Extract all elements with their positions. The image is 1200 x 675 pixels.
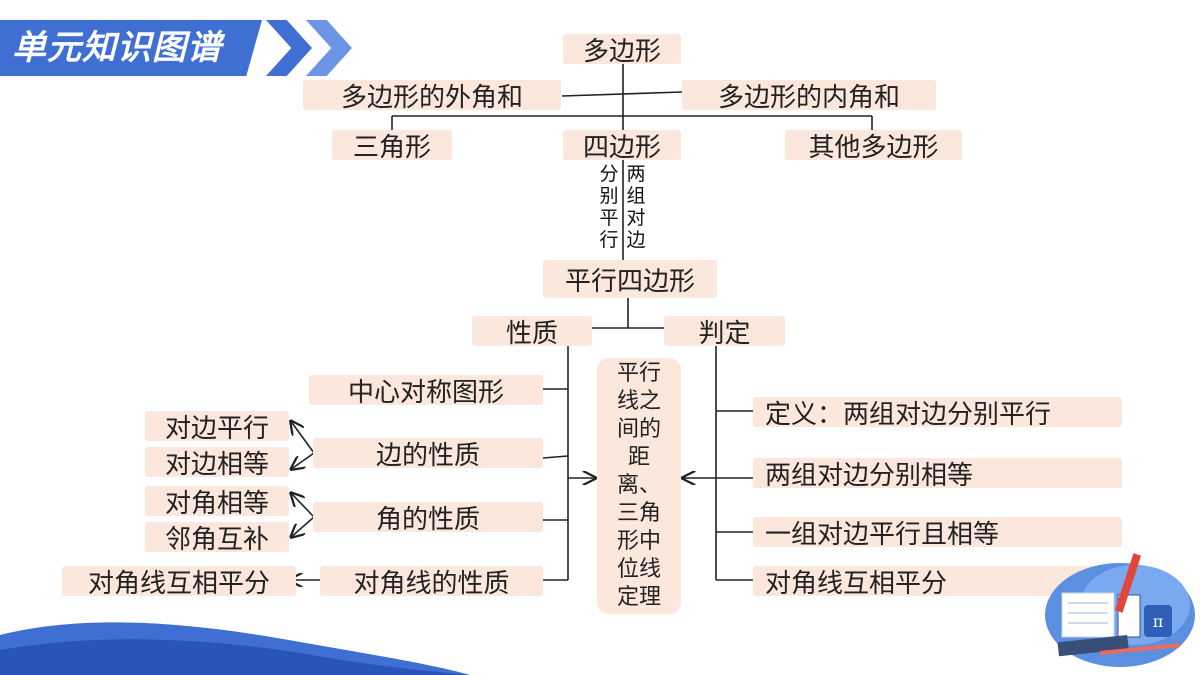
node-side-properties: 边的性质: [313, 438, 543, 471]
node-exterior-angle-sum: 多边形的外角和: [303, 80, 561, 113]
node-other-polygons: 其他多边形: [785, 130, 962, 163]
node-angle-properties: 角的性质: [313, 502, 543, 535]
node-triangle: 三角形: [332, 130, 452, 163]
criterion-definition: 定义：两组对边分别平行: [753, 397, 1122, 430]
edge-label-right: 两组对边: [626, 163, 646, 251]
criterion-one-pair-parallel-equal: 一组对边平行且相等: [753, 517, 1122, 550]
node-center-note: 平行线之间的距离、三角形中位线定理: [597, 358, 681, 614]
math-tools-illustration-icon: π: [1045, 553, 1195, 667]
header-banner: [0, 20, 262, 76]
edge-label-left: 分别平行: [599, 163, 619, 251]
node-properties: 性质: [472, 316, 592, 349]
node-opposite-sides-equal: 对边相等: [145, 447, 289, 480]
node-polygon: 多边形: [563, 34, 681, 67]
node-quadrilateral: 四边形: [563, 130, 681, 163]
node-criteria: 判定: [664, 316, 785, 349]
node-opposite-sides-parallel: 对边平行: [145, 411, 289, 444]
node-parallelogram: 平行四边形: [543, 260, 717, 298]
page-title: 单元知识图谱: [12, 28, 222, 68]
node-adjacent-angles-supplementary: 邻角互补: [145, 522, 289, 555]
node-central-symmetry: 中心对称图形: [309, 375, 543, 408]
center-note-text: 平行线之间的距离、三角形中位线定理: [616, 361, 661, 610]
bottom-wave-decoration: [0, 622, 470, 675]
node-interior-angle-sum: 多边形的内角和: [682, 80, 936, 113]
node-opposite-angles-equal: 对角相等: [145, 486, 289, 519]
node-diagonal-properties: 对角线的性质: [320, 566, 543, 599]
svg-text:π: π: [1153, 612, 1164, 631]
node-diagonals-bisect-result: 对角线互相平分: [62, 566, 296, 599]
criterion-opposite-sides-equal: 两组对边分别相等: [753, 458, 1122, 491]
